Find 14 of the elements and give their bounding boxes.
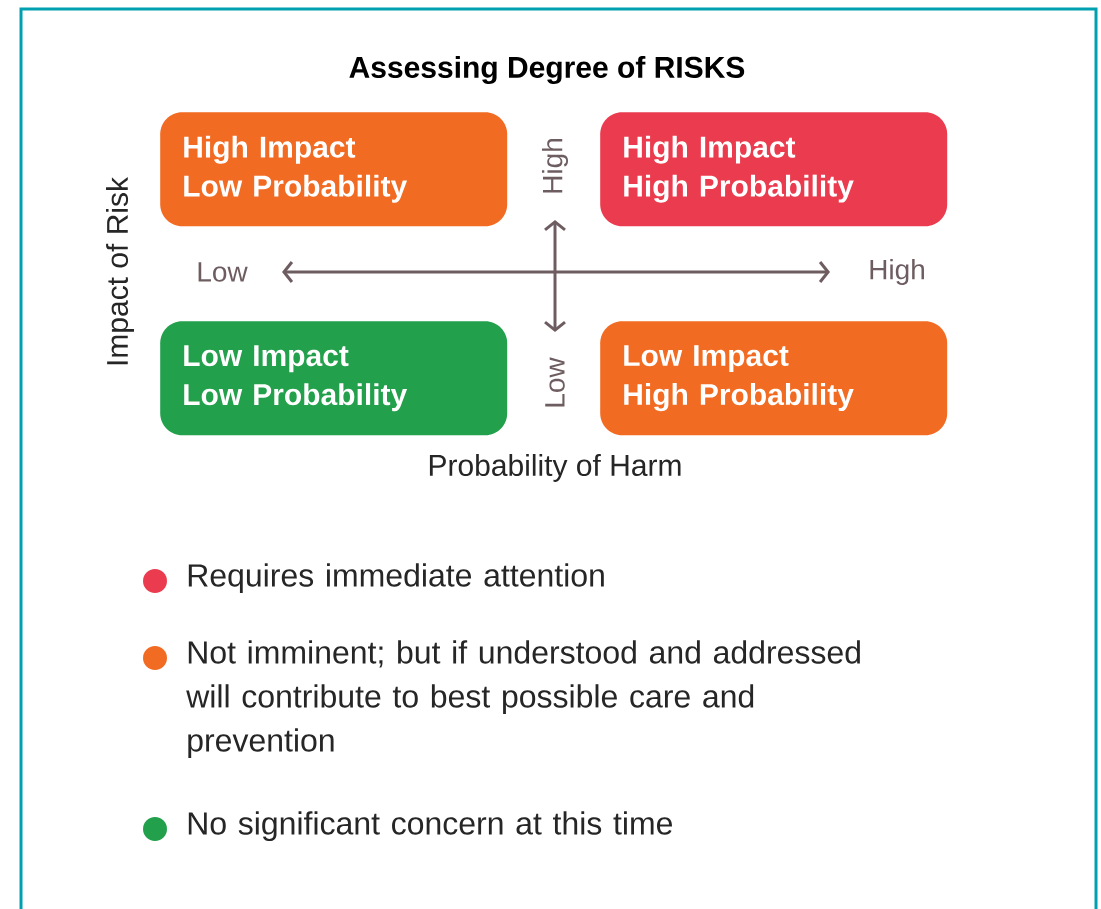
axis-label: High <box>870 258 924 286</box>
quadrant-box: Low Impact Low Probability <box>160 321 508 436</box>
axis-title: Impact of Risk <box>106 176 134 365</box>
axis-label: Low <box>198 262 248 282</box>
quadrant-box: High Impact High Probability <box>600 112 948 227</box>
legend-text: Not imminent; but if understood and addressed will contribute to best possible care and prevention <box>186 640 860 758</box>
quadrant-box: High Impact Low Probability <box>160 112 508 227</box>
legend-text: No significant concern at this time <box>188 811 672 841</box>
axis-label: High <box>541 139 569 193</box>
axis-title: Probability of Harm <box>429 454 681 482</box>
legend-text: Requires immediate attention <box>188 563 604 593</box>
quadrant-box: Low Impact High Probability <box>600 321 948 436</box>
axis-label: Low <box>545 357 565 407</box>
title: Assessing Degree of RISKS <box>349 55 745 85</box>
